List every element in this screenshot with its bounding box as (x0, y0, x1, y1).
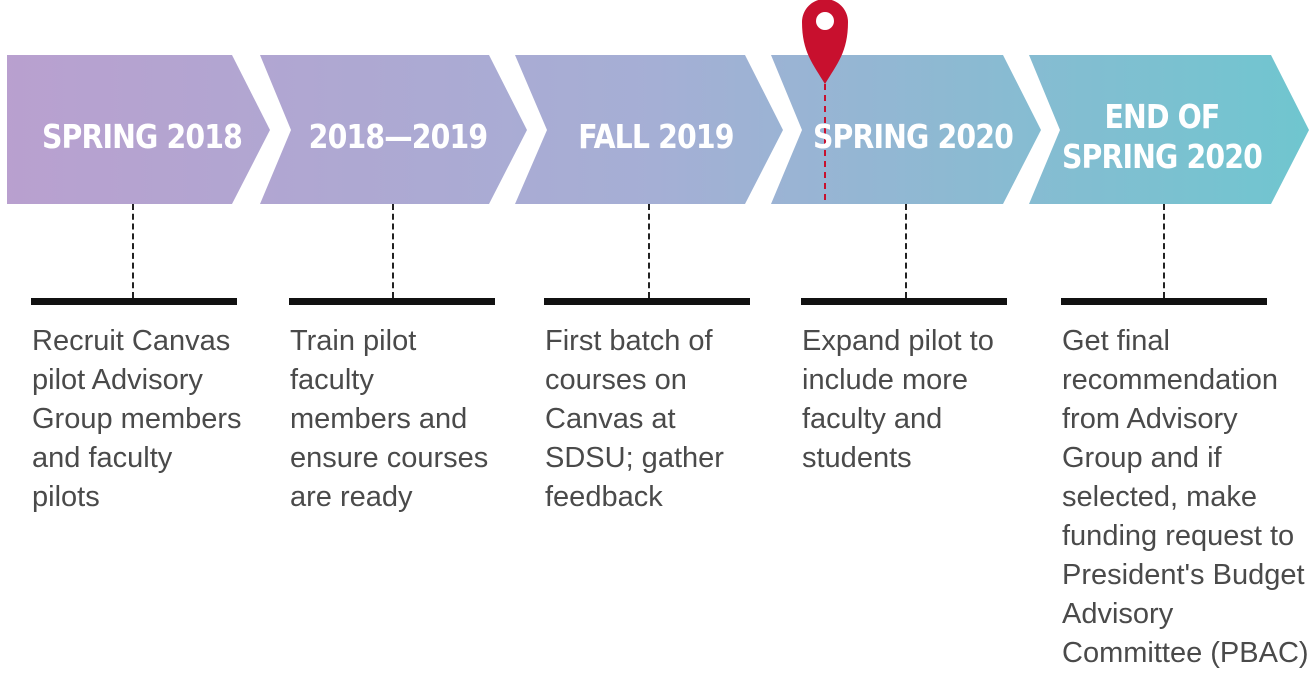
connector-dashed-line (392, 204, 394, 298)
stage-underline-bar (544, 298, 750, 305)
location-pin-icon (802, 0, 848, 84)
current-stage-marker (802, 0, 848, 200)
pin-hole (816, 12, 834, 30)
stage-description: Get final recommendation from Advisory G… (1062, 325, 1309, 669)
connector-dashed-line (905, 204, 907, 298)
stage-label: SPRING 2018 (41, 117, 243, 156)
stage-chevron (515, 55, 783, 204)
stage-chevron (260, 55, 527, 204)
connector-dashed-line (648, 204, 650, 298)
stage-underline-bar (31, 298, 237, 305)
stage-chevron (771, 55, 1041, 204)
stage-label: 2018—2019 (308, 117, 488, 156)
chevron-group (7, 55, 1309, 204)
connector-dashed-line (132, 204, 134, 298)
stage-description: Expand pilot to include more faculty and… (802, 325, 994, 474)
stage-label: FALL 2019 (578, 117, 734, 156)
stage-underline-bar (1061, 298, 1267, 305)
stage-chevron (1029, 55, 1309, 204)
stage-description: Train pilot faculty members and ensure c… (290, 325, 489, 513)
stage-chevron (7, 55, 270, 204)
stage-label: SPRING 2020 (812, 117, 1014, 156)
stage-underline-bar (801, 298, 1007, 305)
stage-label: END OF SPRING 2020 (1061, 97, 1263, 176)
connector-dashed-line (1163, 204, 1165, 298)
stage-underline-bar (289, 298, 495, 305)
stage-description: Recruit Canvas pilot Advisory Group memb… (32, 325, 242, 513)
stage-description: First batch of courses on Canvas at SDSU… (545, 325, 724, 513)
